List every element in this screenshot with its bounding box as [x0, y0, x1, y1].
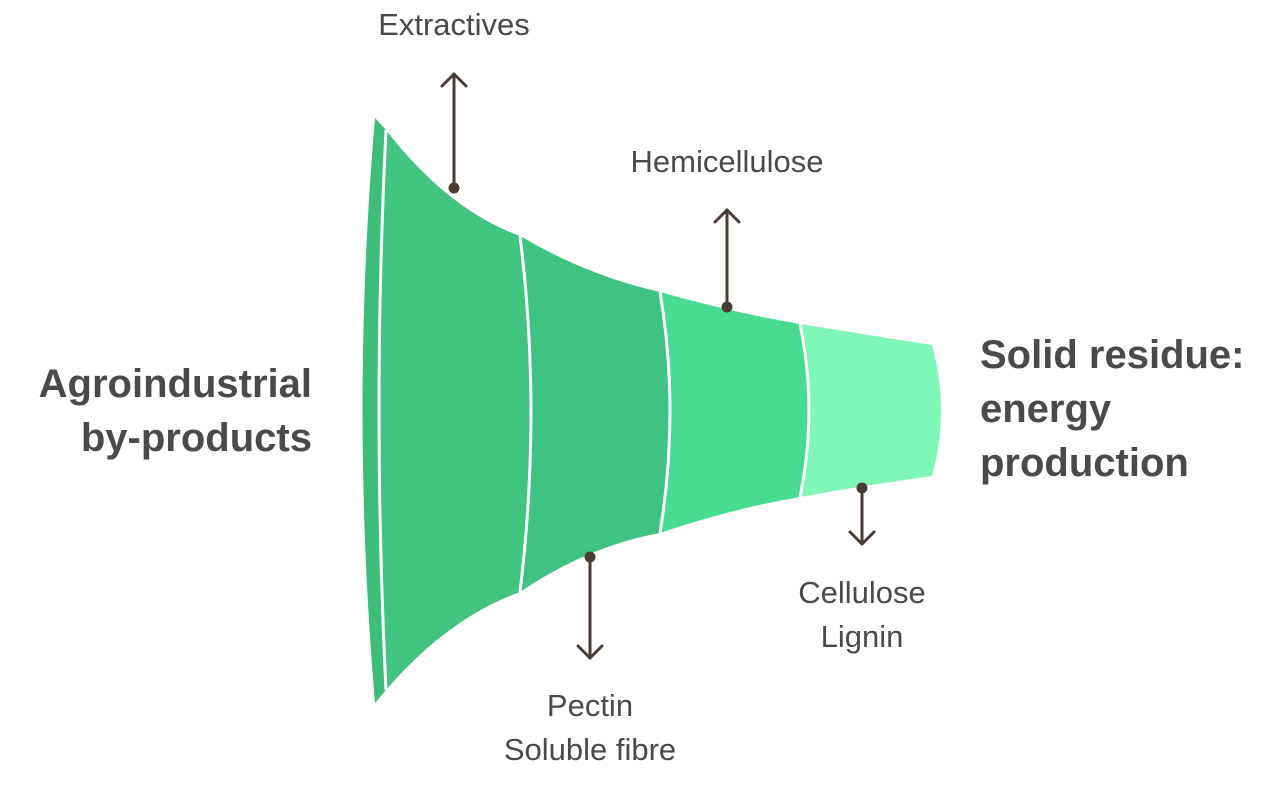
- arrow-down-cellulose-lignin: [848, 482, 876, 546]
- arrow-up-extractives: [440, 72, 468, 194]
- label-pectin-line-1: Pectin: [546, 688, 634, 723]
- separator-2: [518, 235, 533, 593]
- output-label: Solid residue: energy production: [980, 328, 1245, 490]
- stage-separators: [377, 129, 811, 691]
- separator-3: [658, 291, 672, 534]
- output-label-line-2: energy: [980, 387, 1112, 431]
- label-extractives-line-1: Extractives: [378, 7, 530, 42]
- label-cellulose-line-2: Lignin: [820, 619, 904, 654]
- label-hemicellulose-line-1: Hemicellulose: [630, 144, 824, 179]
- label-hemicellulose: Hemicellulose: [631, 140, 824, 184]
- label-cellulose-line-1: Cellulose: [798, 575, 926, 610]
- funnel-stage-3: [520, 236, 670, 592]
- output-label-line-3: production: [980, 441, 1189, 485]
- input-label-line-1: Agroindustrial: [38, 362, 312, 406]
- funnel-stage-2: [379, 130, 531, 690]
- input-label-line-2: by-products: [80, 416, 312, 460]
- label-extractives: Extractives: [378, 3, 530, 47]
- label-cellulose-lignin: Cellulose Lignin: [798, 571, 926, 659]
- funnel-stage-4: [660, 292, 809, 533]
- separator-1: [377, 129, 388, 691]
- arrow-down-pectin: [576, 551, 604, 660]
- output-arrows: [440, 72, 876, 660]
- funnel-stage-5: [800, 324, 941, 497]
- label-pectin-soluble-fibre: Pectin Soluble fibre: [504, 684, 676, 772]
- separator-4: [798, 323, 811, 498]
- output-label-line-1: Solid residue:: [980, 333, 1245, 377]
- label-pectin-line-2: Soluble fibre: [503, 732, 677, 767]
- arrow-up-hemicellulose: [713, 208, 741, 313]
- input-label: Agroindustrial by-products: [39, 357, 312, 465]
